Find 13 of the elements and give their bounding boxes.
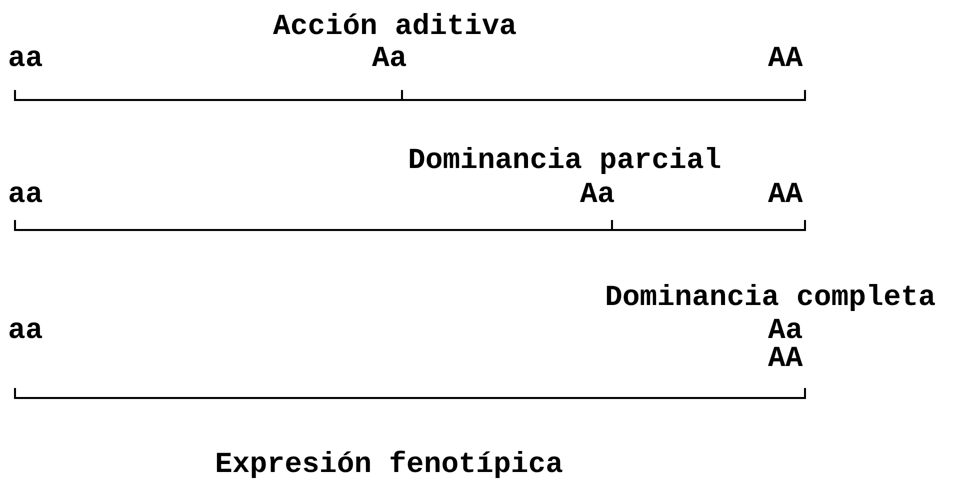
genotype-label: AA	[768, 344, 803, 373]
axis-title: Expresión fenotípica	[215, 450, 564, 479]
genotype-label: Aa	[580, 180, 615, 209]
genotype-label: AA	[768, 44, 803, 73]
genotype-label: aa	[8, 316, 43, 345]
scale-title: Dominancia parcial	[408, 146, 722, 175]
genotype-label: AA	[768, 180, 803, 209]
genotype-label: Aa	[372, 44, 407, 73]
genotype-label: aa	[8, 180, 43, 209]
scale-title: Acción aditiva	[273, 12, 517, 41]
genotype-label: Aa	[768, 316, 803, 345]
genotype-label: aa	[8, 44, 43, 73]
scale-title: Dominancia completa	[605, 283, 936, 312]
